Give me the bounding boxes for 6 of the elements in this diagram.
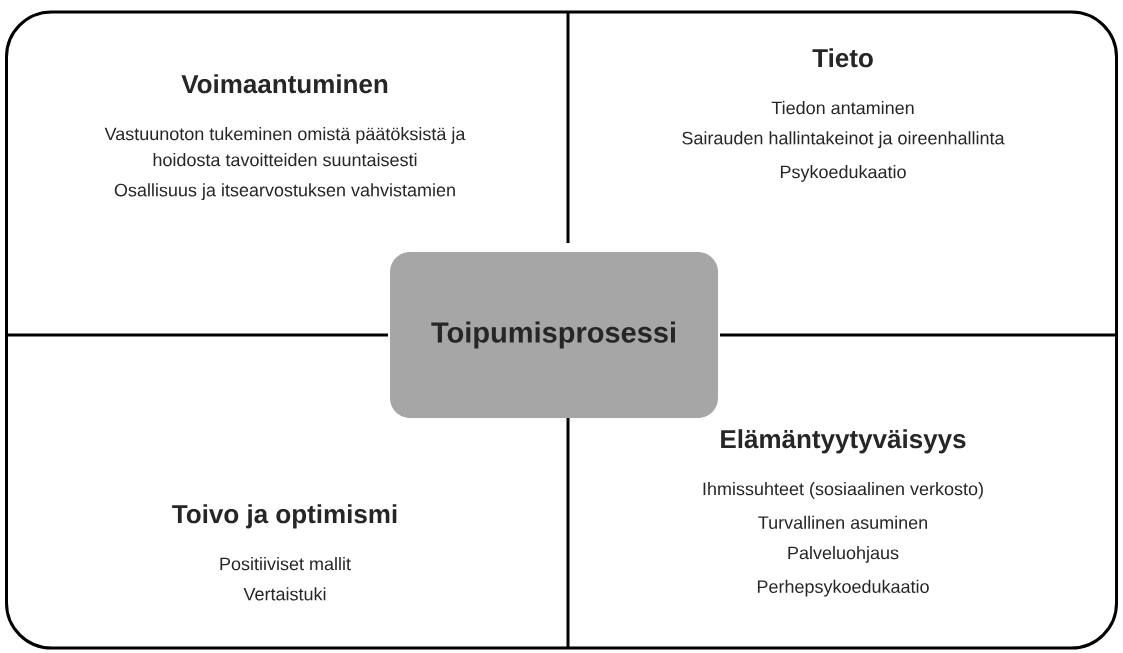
frame-box <box>5 10 1118 650</box>
quadrant-text: Voimaantuminen Vastuunoton tukeminen omistä päätöksistä ja hoidosta tavoitteiden suuntaisesti Osallisuus ja itsearvostuksen vahvistamien <box>104 74 466 201</box>
quadrant-text: Elämäntyytyväisyys Ihmissuhteet (sosiaalinen verkosto) Turvallinen asuminen Palveluohjaus Perhepsykoedukaatio <box>703 429 983 597</box>
quadrant-text: Toivo ja optimismi Positiiviset mallit Vertaistuki <box>172 504 397 601</box>
quadrant-text: Tieto Tiedon antaminen Sairauden hallintakeinot ja oireenhallinta Psykoedukaatio <box>682 48 1005 182</box>
center-box: Toipumisprosessi <box>390 252 718 418</box>
